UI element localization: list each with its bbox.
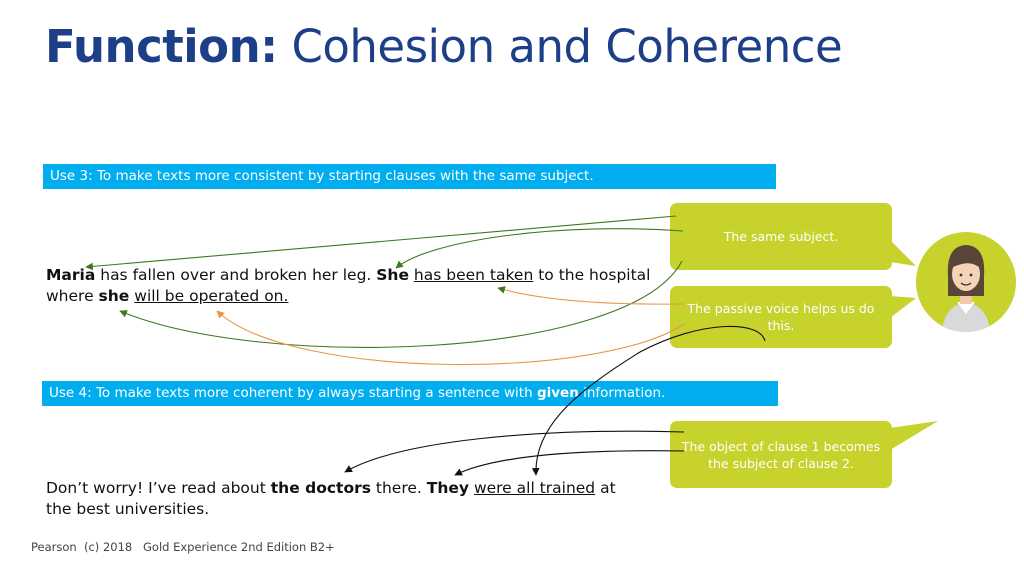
arrow-to-maria	[85, 215, 677, 271]
arrow-to-the-doctors	[344, 430, 685, 473]
arrow-to-she	[395, 228, 684, 269]
use4-text: Don’t worry! I’ve read about	[46, 479, 271, 497]
arrow-passive-to-trained	[531, 325, 766, 476]
maria-word: Maria	[46, 266, 96, 284]
were-all-trained: were all trained	[473, 479, 596, 497]
will-be-operated-on: will be operated on.	[134, 287, 289, 305]
title-bold: Function:	[45, 20, 278, 73]
use4-banner-before: Use 4: To make texts more coherent by al…	[49, 385, 537, 401]
use3-text: has fallen over and broken her leg.	[95, 266, 377, 284]
arrow-to-she-2	[119, 260, 683, 348]
use3-text-2: to the hospital where	[46, 266, 651, 305]
use4-sentence: Don’t worry! I’ve read about the doctors…	[46, 478, 636, 520]
arrow-to-operated	[216, 310, 685, 366]
arrow-to-they	[454, 450, 685, 476]
title-rest: Cohesion and Coherence	[291, 20, 843, 73]
use4-banner: Use 4: To make texts more coherent by al…	[42, 381, 778, 406]
use4-banner-bold: given	[536, 385, 579, 401]
teacher-avatar-icon	[916, 232, 1016, 332]
use3-sentence: Maria has fallen over and broken her leg…	[46, 265, 671, 307]
slide-title: Function: Cohesion and Coherence	[45, 18, 843, 76]
use4-banner-after: information.	[578, 385, 666, 401]
she-word: She	[376, 266, 409, 284]
footer-copyright: Pearson (c) 2018	[31, 540, 133, 554]
footer-book: Gold Experience 2nd Edition B2+	[143, 540, 335, 554]
the-doctors: the doctors	[270, 479, 371, 497]
use3-banner: Use 3: To make texts more consistent by …	[43, 164, 776, 189]
bubble-same-subject: The same subject.	[670, 203, 892, 270]
use4-text-3: at the best universities.	[46, 479, 616, 518]
she-word-2: she	[98, 287, 130, 305]
they-word: They	[426, 479, 469, 497]
has-been-taken: has been taken	[413, 266, 534, 284]
use4-text-2: there.	[370, 479, 427, 497]
bubble-passive-voice: The passive voice helps us do this.	[670, 286, 892, 348]
bubble-object-subject: The object of clause 1 becomes the subje…	[670, 421, 892, 488]
arrow-to-has-been-taken	[497, 286, 685, 305]
